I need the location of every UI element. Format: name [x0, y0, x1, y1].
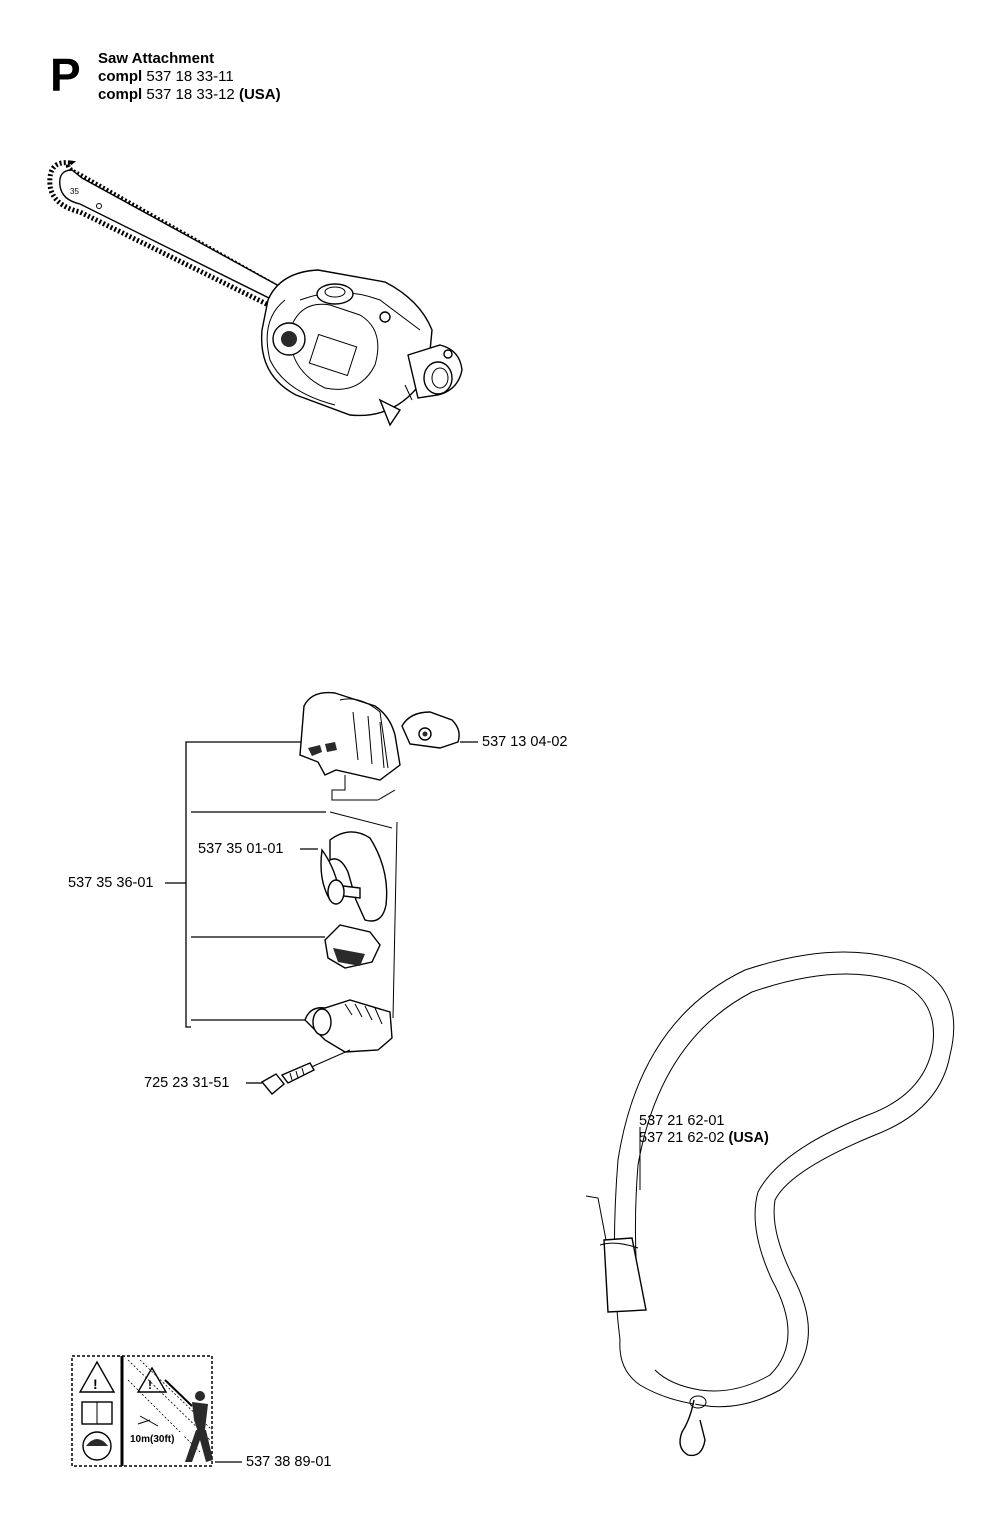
part-number-screw: 725 23 31-51	[144, 1075, 230, 1091]
page-title: Saw Attachment	[98, 50, 215, 67]
clip-icon	[324, 924, 381, 969]
warning-decal-icon: ! ! 10m(30ft)	[71, 1355, 242, 1467]
compl-prefix: compl	[98, 86, 143, 103]
handle-kit-bracket	[165, 741, 326, 1028]
svg-text:35: 35	[70, 187, 79, 196]
part-number-cover-nut: 537 13 04-02	[482, 734, 568, 750]
part-number-handle-kit: 537 35 36-01	[68, 875, 154, 891]
section-letter: P	[50, 49, 81, 101]
compl-line-1: compl 537 18 33-11	[98, 68, 234, 85]
nut-cover-icon	[401, 711, 478, 749]
part-number-d-handle: 537 35 01-01	[198, 841, 284, 857]
svg-text:!: !	[93, 1376, 98, 1392]
compl-number: 537 18 33-12	[146, 86, 235, 103]
decal-distance-text: 10m(30ft)	[130, 1434, 174, 1445]
chainsaw-attachment-icon: 35	[47, 160, 463, 427]
compl-line-2: compl 537 18 33-12 (USA)	[98, 86, 281, 103]
usa-suffix: (USA)	[728, 1130, 769, 1146]
part-number-strap: 537 21 62-01	[639, 1113, 725, 1129]
svg-text:!: !	[148, 1378, 152, 1392]
compl-prefix: compl	[98, 68, 143, 85]
part-number-strap-usa: 537 21 62-02 (USA)	[639, 1130, 769, 1147]
part-number-decal: 537 38 89-01	[246, 1454, 332, 1470]
strap-usa-number: 537 21 62-02	[639, 1130, 725, 1146]
handle-housing-icon	[299, 691, 401, 829]
d-handle-icon	[300, 831, 388, 922]
compl-number: 537 18 33-11	[146, 68, 234, 85]
handle-lower-half-icon	[299, 999, 393, 1073]
usa-suffix: (USA)	[238, 86, 281, 103]
shoulder-strap-icon	[585, 951, 955, 1457]
screw-icon	[246, 1062, 315, 1095]
